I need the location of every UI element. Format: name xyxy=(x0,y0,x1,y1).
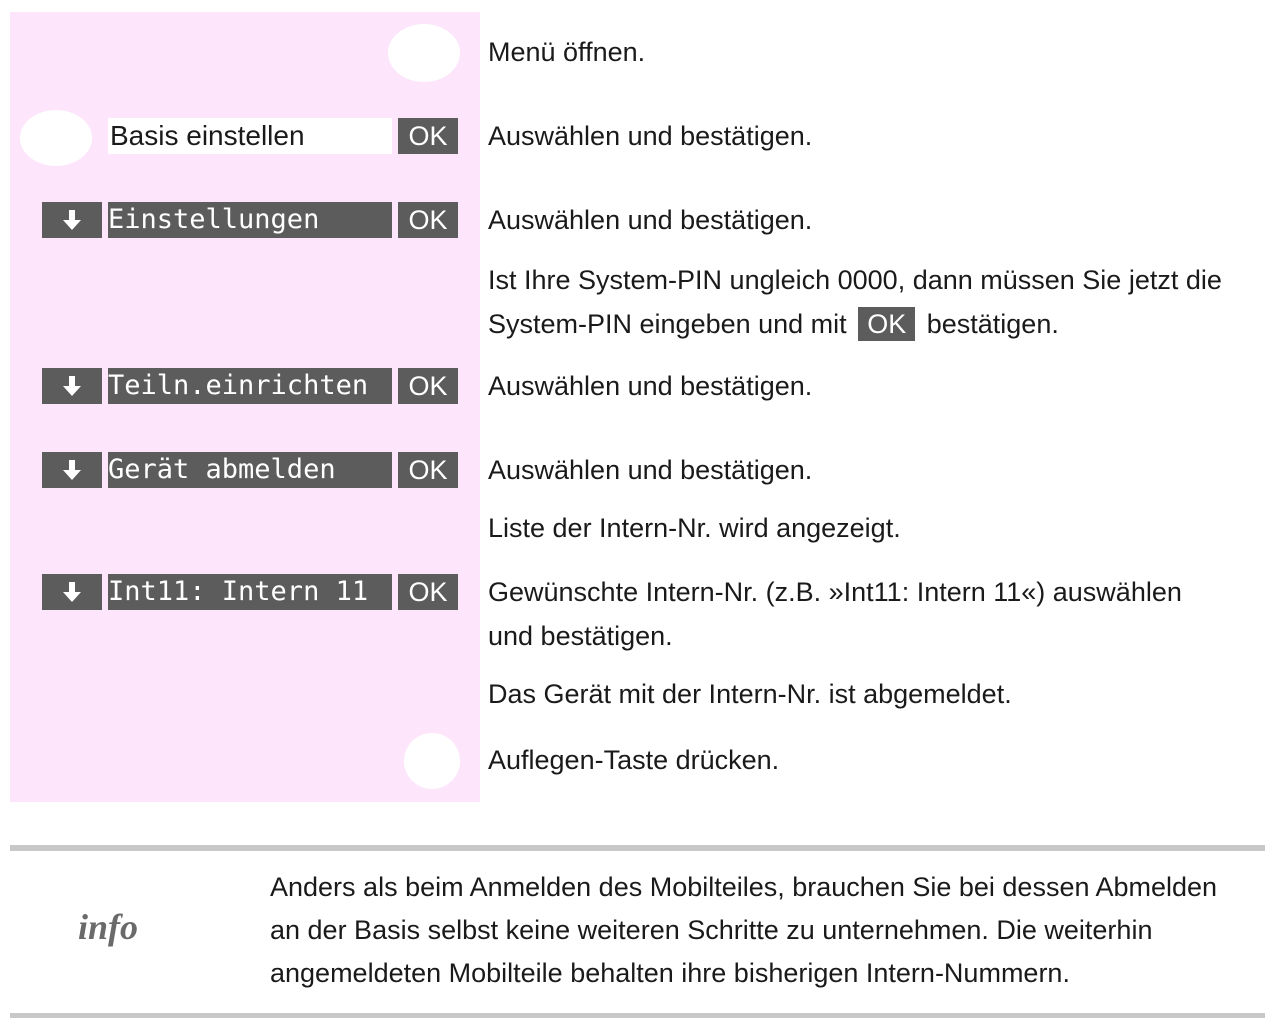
step-description: Auswählen und bestätigen. xyxy=(488,121,813,151)
arrow-down-icon[interactable] xyxy=(42,574,102,610)
step-description: Auflegen-Taste drücken. xyxy=(488,745,780,775)
arrow-down-icon[interactable] xyxy=(42,202,102,238)
pin-note-text: Ist Ihre System-PIN ungleich 0000, dann … xyxy=(488,265,1222,339)
display-basis-einstellen[interactable]: Basis einstellen xyxy=(108,118,392,154)
divider-top xyxy=(10,845,1265,851)
step-description: Gewünschte Intern-Nr. (z.B. »Int11: Inte… xyxy=(488,577,1182,651)
ok-button[interactable]: OK xyxy=(398,118,458,154)
ok-button[interactable]: OK xyxy=(398,202,458,238)
display-geraet-abmelden[interactable]: Gerät abmelden xyxy=(108,452,392,488)
ok-button[interactable]: OK xyxy=(398,452,458,488)
step-description: Auswählen und bestätigen. xyxy=(488,205,813,235)
info-text: Anders als beim Anmelden des Mobilteiles… xyxy=(270,872,1218,988)
arrow-down-icon[interactable] xyxy=(42,368,102,404)
end-call-key-icon[interactable] xyxy=(404,733,460,789)
pin-note: Ist Ihre System-PIN ungleich 0000, dann … xyxy=(488,258,1258,346)
ok-button[interactable]: OK xyxy=(398,368,458,404)
pin-note-text-end: bestätigen. xyxy=(926,309,1059,339)
arrow-down-icon[interactable] xyxy=(42,452,102,488)
step-description: Menü öffnen. xyxy=(488,37,646,67)
step-description: Liste der Intern-Nr. wird angezeigt. xyxy=(488,513,901,543)
nav-key-icon[interactable] xyxy=(20,110,92,166)
step-description: Auswählen und bestätigen. xyxy=(488,455,813,485)
step-description: Auswählen und bestätigen. xyxy=(488,371,813,401)
display-einstellungen[interactable]: Einstellungen xyxy=(108,202,392,238)
display-int11[interactable]: Int11: Intern 11 xyxy=(108,574,392,610)
ok-inline-button: OK xyxy=(858,307,916,341)
info-label: info xyxy=(78,907,139,947)
menu-key-icon[interactable] xyxy=(388,24,460,82)
ok-button[interactable]: OK xyxy=(398,574,458,610)
display-teiln-einrichten[interactable]: Teiln.einrichten xyxy=(108,368,392,404)
divider-bottom xyxy=(10,1013,1265,1018)
step-description: Das Gerät mit der Intern-Nr. ist abgemel… xyxy=(488,679,1012,709)
